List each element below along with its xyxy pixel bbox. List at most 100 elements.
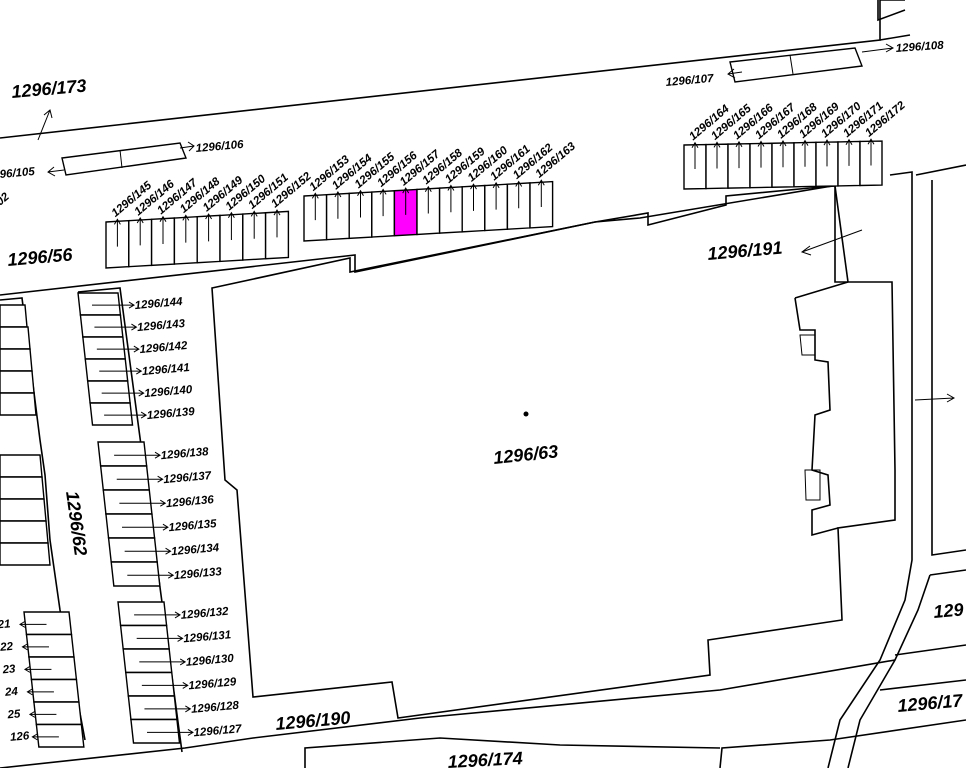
parcel-edge-unlabeled (0, 348, 33, 372)
parcel-24 (30, 678, 80, 703)
leader-1296-133 (127, 571, 175, 579)
leader-1296-141 (99, 367, 143, 375)
parcel-1296-129 (124, 671, 176, 697)
parcel-edge-unlabeled (0, 304, 28, 328)
leader-1296-165 (713, 141, 721, 169)
leader-22 (21, 643, 49, 651)
parcel-1296-63-outline (211, 185, 896, 719)
leader-1296-168 (779, 140, 787, 168)
label-1296-130: 1296/130 (185, 653, 234, 669)
leader-1296-156 (379, 188, 387, 217)
parcel-edge-unlabeled (0, 392, 37, 416)
leader-1296-139 (104, 411, 148, 419)
strip-106-divider (119, 149, 123, 169)
label-1296-131: 1296/131 (183, 629, 232, 645)
leader-1296-146 (136, 217, 144, 246)
parcel-1296-127 (130, 718, 181, 744)
leader-1296-172 (867, 138, 875, 166)
parcel-25 (33, 701, 83, 726)
label-1296-127: 1296/127 (193, 723, 242, 739)
leader-126 (31, 733, 59, 741)
leader-1296-164 (691, 141, 699, 169)
leader-1296-127 (147, 728, 194, 736)
leader-1296-137 (116, 475, 164, 483)
leader-1296-163 (537, 179, 545, 207)
parcel-126 (35, 723, 85, 748)
parcel-1296-138 (97, 441, 148, 467)
leader-1296-151 (250, 210, 258, 239)
parcel-1296-132 (117, 601, 168, 627)
arrow-1296-108 (861, 43, 895, 53)
label-1296-129: 1296/129 (188, 676, 237, 692)
parcel-1296-143 (79, 314, 124, 338)
east-bottom-block (719, 719, 966, 769)
parcel-1296-142 (82, 336, 127, 360)
road-top-right (879, 0, 911, 41)
arrow-1296-105 (47, 166, 65, 177)
arrow-east (914, 393, 956, 403)
leader-1296-144 (92, 301, 135, 309)
parcel-1296-131 (119, 624, 170, 650)
road-top-right-step (877, 0, 906, 22)
label-1296-191: 1296/191 (707, 238, 784, 264)
leader-1296-167 (757, 140, 765, 168)
leader-1296-149 (205, 213, 213, 242)
strip-107-divider (789, 54, 794, 75)
leader-1296-129 (141, 681, 189, 689)
leader-1296-131 (136, 634, 184, 642)
parcel-1296-140 (86, 380, 131, 404)
label-1296-138: 1296/138 (160, 446, 209, 462)
leader-1296-130 (139, 658, 187, 666)
parcel-1296-141 (84, 358, 129, 382)
label-23: 23 (1, 663, 16, 676)
leader-1296-136 (119, 499, 167, 507)
parcel-1296-134 (107, 537, 158, 563)
parcel-edge-unlabeled (0, 498, 47, 522)
label-96-105: 96/105 (0, 166, 36, 181)
leader-1296-171 (845, 138, 853, 166)
leader-23 (23, 665, 52, 673)
label-1296-136: 1296/136 (165, 494, 214, 510)
arrow-1296-173 (37, 109, 53, 141)
label-1296-134: 1296/134 (171, 542, 220, 558)
leader-1296-142 (96, 345, 140, 353)
label-126: 126 (10, 730, 31, 744)
label-21: 21 (0, 618, 11, 631)
leader-1296-158 (424, 185, 432, 214)
parcel-23 (28, 656, 78, 681)
parcel-22 (25, 633, 75, 658)
leader-1296-150 (227, 211, 235, 241)
label-1296-107: 1296/107 (665, 73, 714, 89)
leader-1296-161 (492, 181, 500, 210)
label-1296-56: 1296/56 (7, 244, 75, 270)
south-block-174 (304, 737, 721, 768)
east-lower-lines (879, 644, 966, 691)
parcel-edge-unlabeled (0, 326, 31, 350)
parcel-1296-130 (122, 648, 173, 674)
south-road-edge (0, 659, 896, 769)
building-notch-2 (804, 469, 821, 501)
leader-1296-145 (113, 218, 121, 247)
leader-1296-135 (122, 523, 169, 531)
parcel-1296-136 (102, 489, 153, 515)
leader-1296-157 (402, 187, 410, 215)
parcel-1296-133 (110, 561, 161, 587)
label-1296-17: 1296/17 (897, 690, 965, 716)
building-east (794, 281, 849, 537)
label-1296-144: 1296/144 (134, 296, 183, 312)
label-25: 25 (6, 708, 21, 721)
parcel-1296-137 (99, 465, 151, 491)
leader-1296-132 (134, 611, 181, 619)
leader-1296-159 (447, 184, 455, 213)
leader-21 (19, 620, 47, 628)
arrow-1296-191 (800, 229, 863, 256)
parcel-centroid-dot (523, 411, 529, 417)
label-1296-132: 1296/132 (180, 606, 229, 622)
parcel-edge-unlabeled (0, 520, 49, 544)
leader-1296-134 (124, 547, 172, 555)
label-1296-128: 1296/128 (191, 700, 240, 716)
parcel-edge-unlabeled (0, 476, 45, 500)
leader-1296-160 (470, 183, 477, 211)
